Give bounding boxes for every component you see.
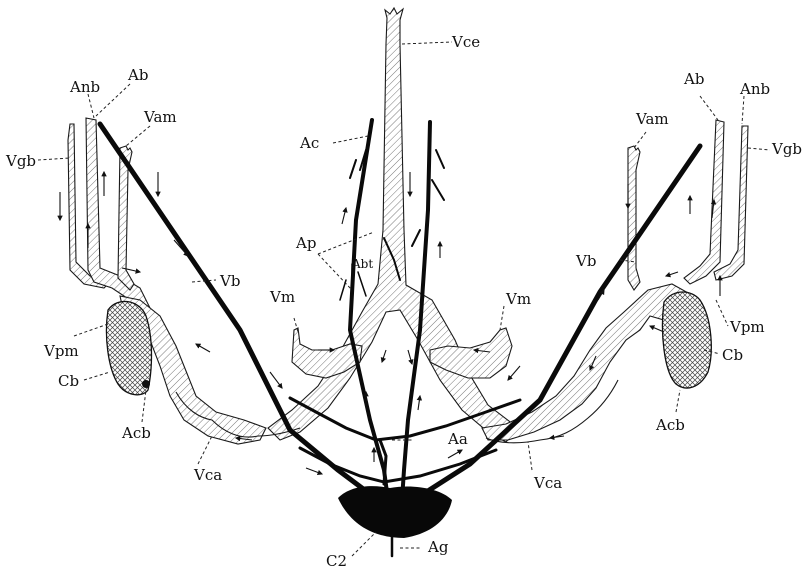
label-ab-left: Ab [127, 66, 148, 84]
label-anb-right: Anb [739, 80, 770, 98]
label-acb-left: Acb [121, 424, 151, 442]
label-cb-left: Cb [58, 372, 79, 390]
label-ag: Ag [427, 538, 449, 556]
label-vm-left: Vm [269, 288, 295, 306]
label-vam-right: Vam [635, 110, 669, 128]
label-ap: Ap [295, 234, 316, 252]
label-aa: Aa [447, 430, 468, 448]
label-vgb-right: Vgb [771, 140, 802, 158]
label-vb-left: Vb [219, 272, 240, 290]
label-vpm-left: Vpm [43, 342, 79, 360]
label-vca-left: Vca [193, 466, 222, 484]
label-vb-right: Vb [575, 252, 596, 270]
label-ab-right: Ab [683, 70, 704, 88]
label-c2: C2 [326, 552, 347, 570]
left-branchial-heart [106, 301, 151, 394]
label-vgb-left: Vgb [5, 152, 36, 170]
right-branchial-veins [482, 120, 748, 440]
label-acb-right: Acb [655, 416, 685, 434]
label-vca-right: Vca [533, 474, 562, 492]
label-vm-right: Vm [505, 290, 531, 308]
label-vpm-right: Vpm [729, 318, 765, 336]
label-vam-left: Vam [143, 108, 177, 126]
right-branchial-heart [663, 292, 712, 388]
label-vce: Vce [451, 33, 480, 51]
label-ac: Ac [299, 134, 319, 152]
label-anb-left: Anb [69, 78, 100, 96]
label-abt: Abt [351, 257, 373, 271]
label-cb-right: Cb [722, 346, 743, 364]
